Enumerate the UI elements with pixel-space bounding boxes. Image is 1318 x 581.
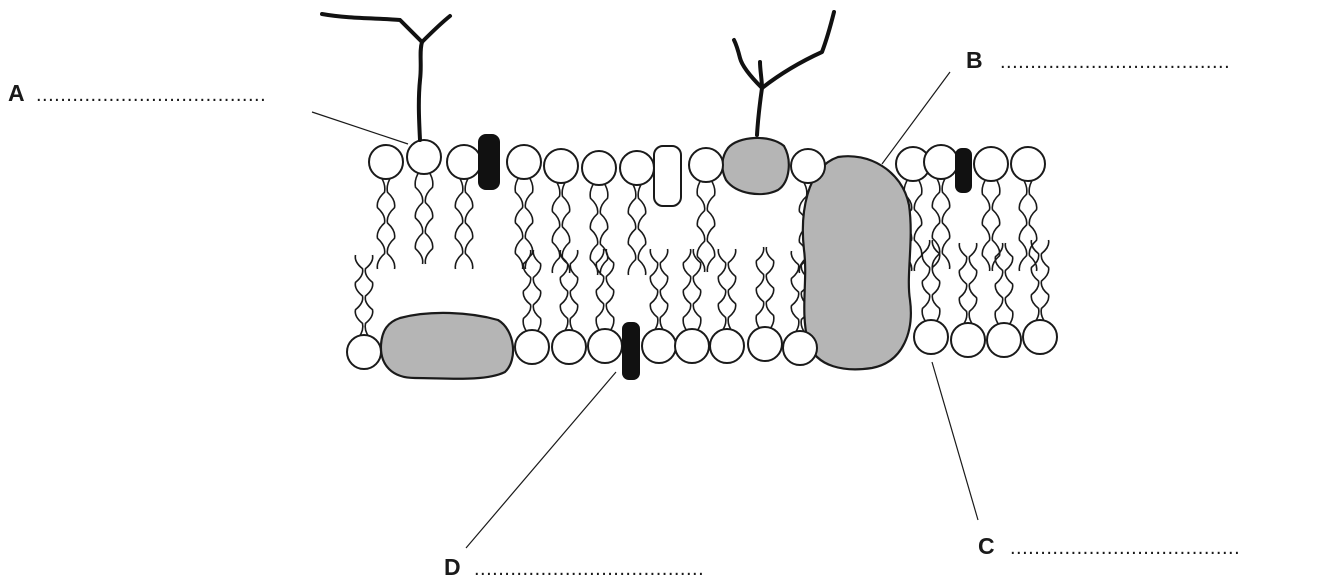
phospholipid-tail [465, 177, 473, 269]
phospholipid-tail [425, 172, 433, 264]
phospholipid-tail [1041, 240, 1049, 322]
phospholipid-head [582, 151, 616, 185]
phospholipid-tail [600, 183, 608, 275]
phospholipid-tail [525, 177, 533, 269]
phospholipid-head [951, 323, 985, 357]
phospholipid-tail [942, 177, 950, 269]
label-c-blank: ...................................... [1010, 537, 1240, 559]
phospholipid-tail [570, 250, 578, 332]
phospholipid-head [710, 329, 744, 363]
phospholipid-tail [718, 249, 726, 331]
phospholipid-tail [596, 249, 604, 331]
phospholipid-tail [697, 180, 705, 272]
phospholipid-tail [355, 255, 363, 337]
phospholipid-head [924, 145, 958, 179]
label-c: C ...................................... [978, 533, 1240, 559]
label-d: D ...................................... [444, 554, 704, 580]
phospholipid-head [407, 140, 441, 174]
label-b: B ...................................... [966, 47, 1230, 73]
phospholipid-head [1023, 320, 1057, 354]
phospholipid-tail [1019, 179, 1027, 271]
phospholipid-head [748, 327, 782, 361]
phospholipid-tail [377, 177, 385, 269]
phospholipid-tail [560, 250, 568, 332]
phospholipid-tail [932, 240, 940, 322]
glycolipid-carbohydrate-chain [322, 14, 450, 140]
cholesterol-molecule-1 [478, 134, 500, 190]
phospholipid-tail [683, 249, 691, 331]
phospholipid-tail [914, 179, 922, 271]
phospholipid-head [507, 145, 541, 179]
glycoprotein-carbohydrate-chain [734, 12, 834, 135]
white-oblong-molecule [654, 146, 681, 206]
pointer-line-c [932, 362, 978, 520]
phospholipid-head [675, 329, 709, 363]
phospholipid-tail [628, 183, 636, 275]
phospholipid-tail [552, 181, 560, 273]
phospholipid-tail [693, 249, 701, 331]
phospholipid-head [620, 151, 654, 185]
glycoprotein-body [722, 138, 788, 194]
phospholipid-head [369, 145, 403, 179]
label-a-letter: A [8, 80, 25, 106]
pointer-line-a [312, 112, 408, 144]
label-b-blank: ...................................... [1000, 51, 1230, 73]
label-d-letter: D [444, 554, 461, 580]
phospholipid-tail [756, 247, 764, 329]
phospholipid-head [552, 330, 586, 364]
phospholipid-tail [365, 255, 373, 337]
phospholipid-tail [455, 177, 463, 269]
phospholipid-tail [387, 177, 395, 269]
phospholipid-head [783, 331, 817, 365]
phospholipid-tail [415, 172, 423, 264]
label-d-blank: ...................................... [474, 558, 704, 580]
phospholipid-head [447, 145, 481, 179]
phospholipid-tail [728, 249, 736, 331]
phospholipid-tail [590, 183, 598, 275]
phospholipid-head [791, 149, 825, 183]
phospholipid-head [347, 335, 381, 369]
phospholipid-tail [982, 179, 990, 271]
phospholipid-tail [791, 251, 799, 333]
label-a-blank: ...................................... [36, 84, 266, 106]
phospholipid-head [974, 147, 1008, 181]
phospholipid-head [987, 323, 1021, 357]
phospholipid-head [689, 148, 723, 182]
phospholipid-tail [638, 183, 646, 275]
phospholipid-tail [606, 249, 614, 331]
phospholipid-tail [766, 247, 774, 329]
phospholipid-head [544, 149, 578, 183]
phospholipid-tail [650, 249, 658, 331]
phospholipid-tail [932, 177, 940, 269]
pointer-line-d [466, 372, 616, 548]
phospholipid-head [1011, 147, 1045, 181]
phospholipid-tail [515, 177, 523, 269]
cholesterol-molecule-2 [955, 148, 972, 193]
phospholipid-tail [707, 180, 715, 272]
phospholipid-tail [1029, 179, 1037, 271]
phospholipid-head [914, 320, 948, 354]
label-c-letter: C [978, 533, 995, 559]
phospholipid-tail [660, 249, 668, 331]
phospholipid-tail [533, 250, 541, 332]
phospholipid-tail [922, 240, 930, 322]
cholesterol-molecule-3 [622, 322, 640, 380]
phospholipid-head [642, 329, 676, 363]
label-a: A ...................................... [8, 80, 266, 106]
label-b-letter: B [966, 47, 983, 73]
phospholipid-tail [1031, 240, 1039, 322]
phospholipid-head [515, 330, 549, 364]
transmembrane-protein [803, 156, 911, 369]
phospholipid-tails [355, 172, 1048, 337]
phospholipid-tail [1005, 243, 1013, 325]
peripheral-protein-bottom [381, 313, 513, 379]
phospholipid-head [588, 329, 622, 363]
phospholipid-tail [969, 243, 977, 325]
phospholipid-tail [959, 243, 967, 325]
